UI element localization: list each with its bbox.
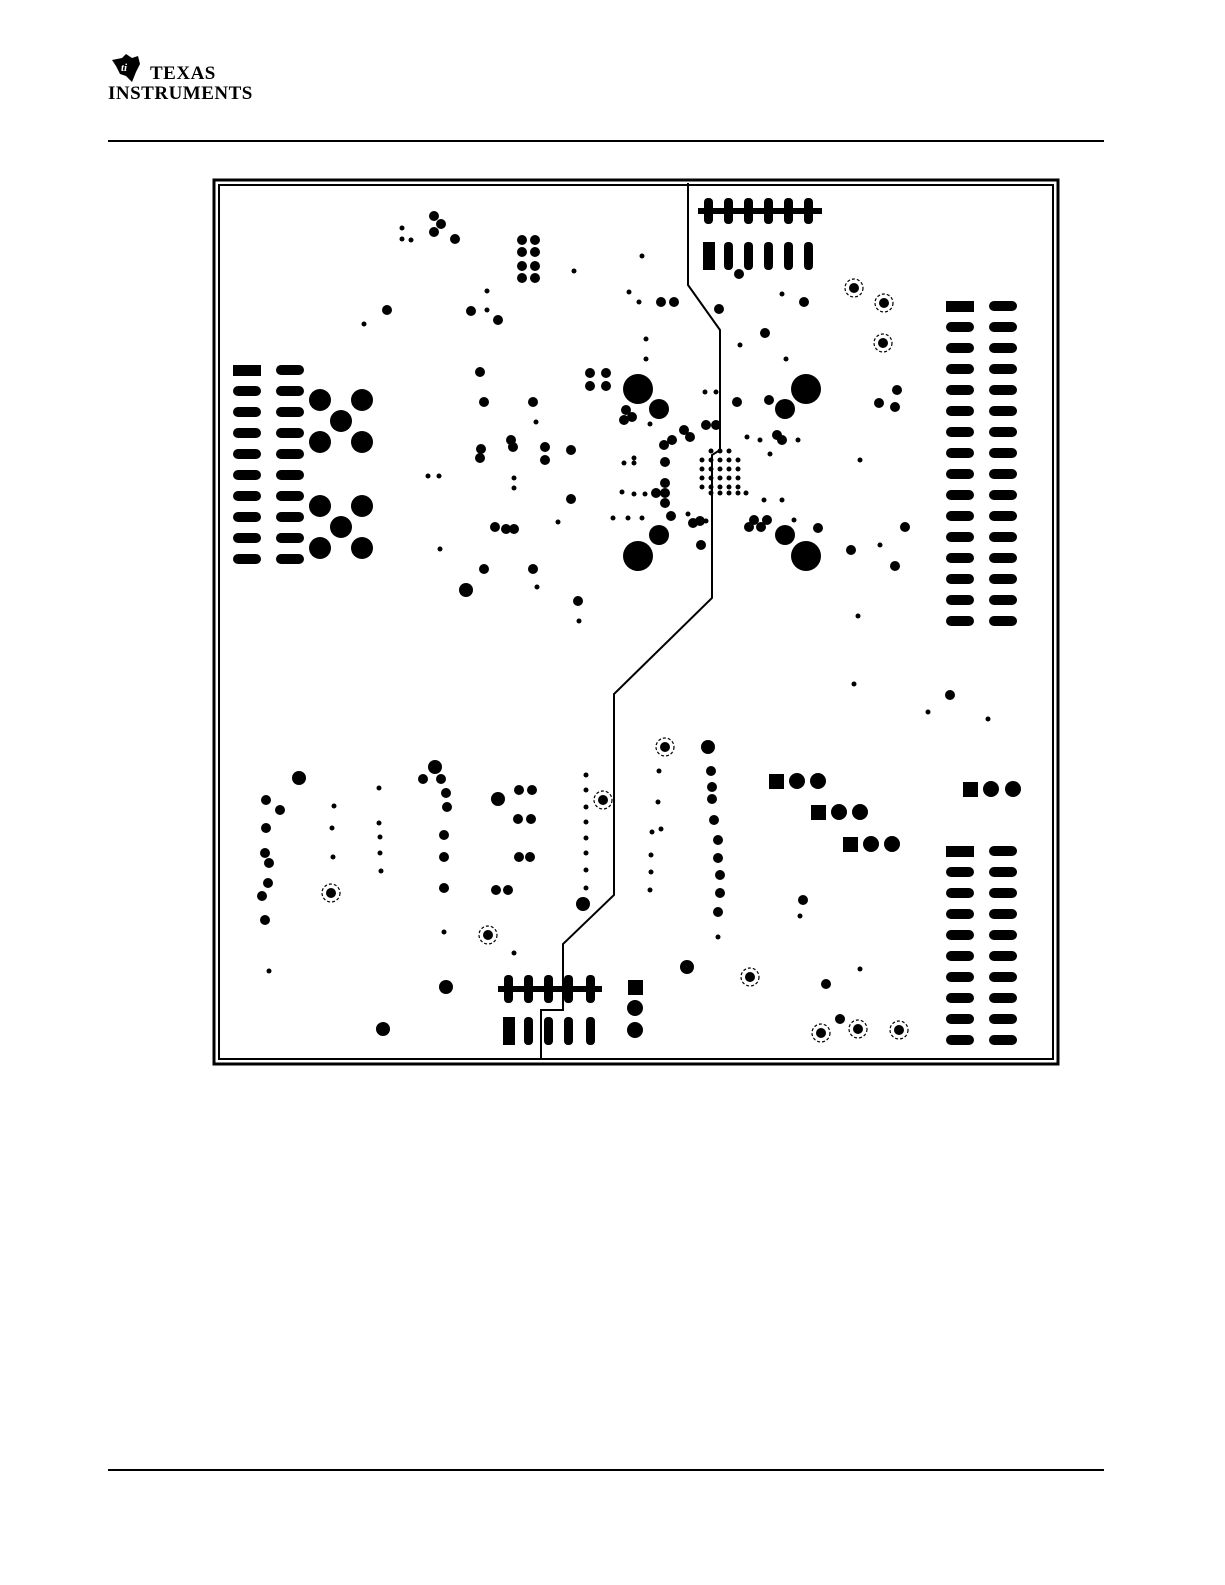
connector-pads-bottom (498, 975, 643, 1045)
logo-text-texas: TEXAS (108, 64, 268, 84)
connector-pads-top (698, 198, 822, 270)
header-pins-left (233, 365, 304, 564)
logo-text-instruments: INSTRUMENTS (108, 84, 268, 104)
header-pins-right-bottom (946, 846, 1017, 1045)
pcb-layer-figure (211, 177, 1061, 1067)
board-outline (214, 180, 1058, 1064)
header-pins-right-top (946, 301, 1017, 626)
copper-trace (541, 183, 720, 1058)
bga-grid (700, 449, 749, 496)
header-rule (108, 140, 1104, 142)
vias-and-pads (257, 211, 991, 1036)
large-pads (309, 374, 821, 571)
tri-pad-groups (769, 773, 1021, 852)
page-header: ti TEXAS INSTRUMENTS (108, 50, 1104, 142)
footer-rule (108, 1469, 1104, 1471)
ti-logo-wordmark: TEXAS INSTRUMENTS (108, 64, 268, 104)
ti-logo: ti TEXAS INSTRUMENTS (108, 50, 268, 106)
